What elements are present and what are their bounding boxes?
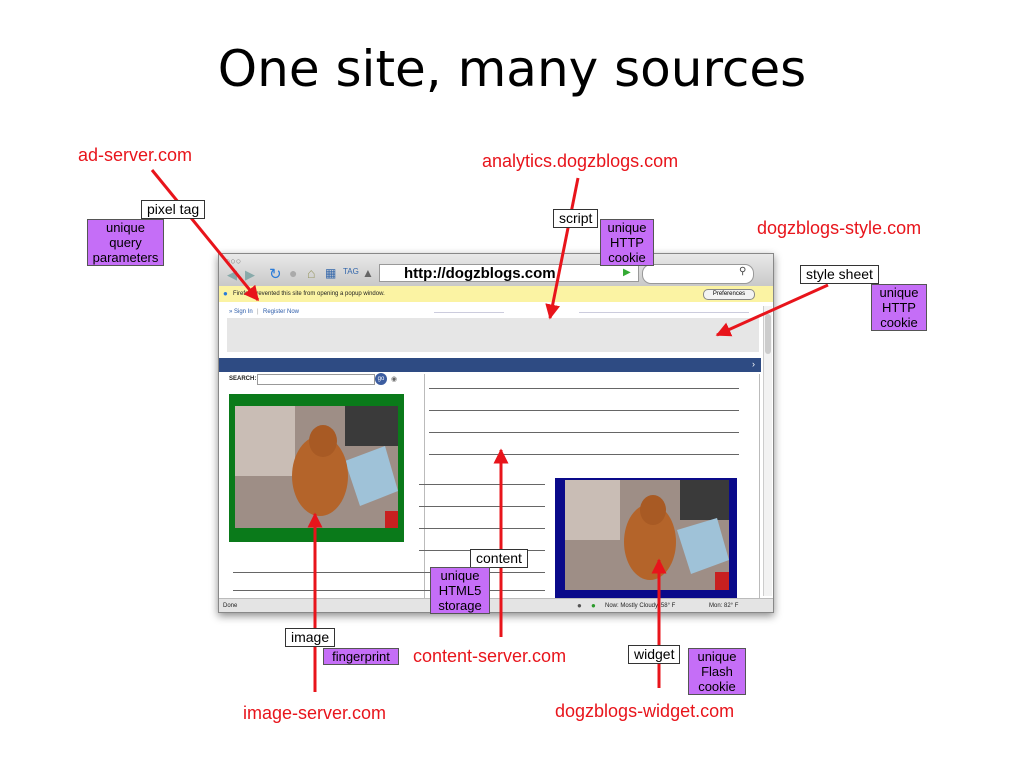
scrollbar-thumb[interactable] [765,314,771,354]
preferences-button[interactable]: Preferences [703,289,755,300]
nav-arrow-icon[interactable]: › [752,359,755,369]
script-cookie-badge: unique HTTP cookie [600,219,654,266]
home-icon[interactable]: ⌂ [307,265,316,281]
content-line [233,572,545,573]
content-line [419,528,545,529]
scrollbar[interactable] [763,306,772,596]
content-line [419,484,545,485]
content-line [429,454,739,455]
browser-search-input[interactable] [642,264,754,284]
site-search-go-button[interactable]: go [375,373,387,385]
badge-line: HTTP [882,300,916,315]
image-server-label: image-server.com [243,703,387,723]
badge-line: unique [440,568,480,583]
content-line [419,506,545,507]
link-separator: | [257,309,259,315]
window-buttons-icon[interactable]: ○○○ [225,256,242,266]
dog-photo [235,406,398,528]
weather-now: Now: Mostly Cloudy, 58° F [605,603,676,609]
badge-line: cookie [698,679,736,694]
radio-icon[interactable]: ◉ [391,376,398,383]
slide-title: One site, many sources [217,40,807,98]
site-search-input[interactable] [257,374,375,385]
widget-label: widget [628,645,681,664]
stop-icon[interactable]: ● [289,265,298,281]
status-icon: ● [577,601,582,610]
bookmark-icon[interactable]: ▦ [325,266,337,280]
nav-strip[interactable]: › [219,358,761,372]
ad-server-label: ad-server.com [78,145,193,165]
sign-in-link[interactable]: » Sign In [229,309,253,315]
weather-mon: Mon: 82° F [709,603,739,609]
widget-frame [555,478,737,600]
magnifier-icon[interactable]: ⚲ [739,266,747,277]
badge-line: parameters [92,250,159,265]
style-server-label: dogzblogs-style.com [757,218,922,238]
popup-message: Firefox prevented this site from opening… [233,291,385,297]
print-icon[interactable]: ▲ [362,266,374,280]
browser-window: ○○○ ◀ ▶ ↻ ● ⌂ ▦ TAG ▲ http://dogzblogs.c… [218,253,774,613]
search-label: SEARCH: [229,376,257,382]
badge-line: unique [879,285,919,300]
query-params-badge: unique query parameters [87,219,164,266]
script-label: script [553,209,599,228]
style-sheet-label: style sheet [800,265,879,284]
analytics-label: analytics.dogzblogs.com [482,151,679,171]
go-arrow-icon[interactable]: ▶ [623,267,631,278]
forward-icon[interactable]: ▶ [245,267,255,282]
badge-line: storage [438,598,482,613]
fingerprint-badge: fingerprint [323,648,399,665]
badge-line: cookie [880,315,918,330]
column-divider [759,374,760,608]
status-icon: ● [591,601,596,610]
badge-line: unique [697,649,737,664]
browser-toolbar: ○○○ ◀ ▶ ↻ ● ⌂ ▦ TAG ▲ http://dogzblogs.c… [219,254,773,286]
html5-storage-badge: unique HTML5 storage [430,567,490,614]
header-link-placeholder [579,312,749,313]
content-label: content [470,549,528,568]
header-link-placeholder [434,312,504,313]
arrow-style-sheet [715,283,829,337]
status-bar: Done ● ● Now: Mostly Cloudy, 58° F Mon: … [219,598,773,612]
image-label: image [285,628,336,647]
badge-line: HTML5 [438,583,482,598]
arrow-pixel-tag [150,169,260,302]
badge-line: query [109,235,142,250]
reload-icon[interactable]: ↻ [269,266,282,283]
popup-blocked-bar: ● Firefox prevented this site from openi… [219,286,773,302]
back-icon[interactable]: ◀ [227,267,237,282]
flash-cookie-badge: unique Flash cookie [688,648,746,695]
content-line [429,410,739,411]
widget-server-label: dogzblogs-widget.com [555,701,735,721]
badge-line: unique [105,220,146,235]
register-link[interactable]: Register Now [263,309,300,315]
url-text: http://dogzblogs.com [404,265,556,282]
tag-icon[interactable]: TAG [343,267,359,276]
badge-line: cookie [608,250,646,265]
status-text: Done [223,603,238,609]
badge-line: unique [607,220,647,235]
badge-line: Flash [701,664,733,679]
address-bar[interactable]: http://dogzblogs.com [379,264,639,282]
badge-line: HTTP [610,235,644,250]
content-server-label: content-server.com [413,646,567,666]
pixel-tag-label: pixel tag [141,200,206,219]
content-line [429,388,739,389]
column-divider [424,374,425,608]
style-cookie-badge: unique HTTP cookie [871,284,927,331]
content-line [429,432,739,433]
arrow-script [545,177,580,320]
info-icon: ● [223,289,228,298]
content-line [233,590,545,591]
header-banner [227,318,759,352]
